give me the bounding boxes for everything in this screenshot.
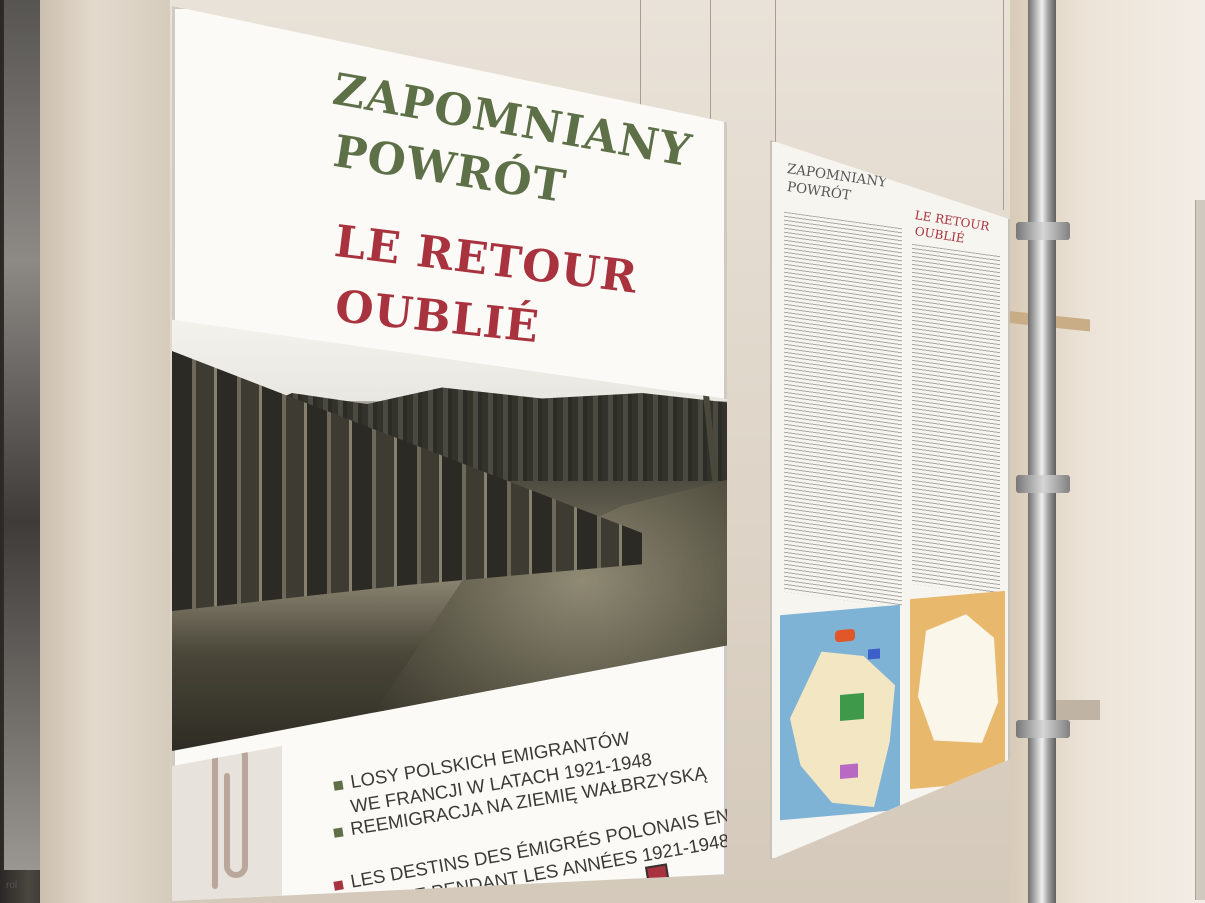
hanging-wire: [775, 0, 776, 145]
map-poland: [910, 590, 1005, 790]
pole-clamp: [1016, 475, 1070, 493]
hanging-wire: [710, 0, 711, 120]
map-france: [780, 604, 900, 821]
paperclip-icon: [212, 746, 248, 889]
bullet-square-red: [333, 879, 344, 891]
left-caption: rol: [6, 880, 18, 891]
region-green: [840, 692, 864, 721]
text-column-fr: [912, 243, 1000, 597]
region-orange: [835, 628, 855, 643]
paperclip-panel: [172, 746, 282, 901]
shelf-bracket: [1050, 700, 1100, 720]
pole-clamp: [1016, 222, 1070, 240]
pole-clamp: [1016, 720, 1070, 738]
region-purple: [840, 763, 858, 779]
poland-land: [918, 611, 998, 748]
text-poster: ZAPOMNIANY POWRÓT LE RETOUR OUBLIÉ: [770, 140, 1010, 860]
scaffold-pole: [1028, 0, 1056, 903]
bullet-square-green: [333, 780, 344, 791]
hanging-wire: [640, 0, 641, 130]
main-poster: ZAPOMNIANY POWRÓT LE RETOUR OUBLIÉ LOSY …: [172, 6, 727, 901]
bullet-square-green: [333, 827, 344, 838]
hanging-wire: [1003, 0, 1004, 210]
poster-lower-section: LOSY POLSKICH EMIGRANTÓW WE FRANCJI W LA…: [172, 706, 727, 901]
train-photo: [172, 319, 727, 751]
text-column-pl: [784, 211, 902, 609]
right-edge-frame: [1195, 200, 1205, 900]
france-land: [790, 645, 895, 814]
bw-photo-strip: [4, 0, 40, 870]
region-blue: [868, 648, 880, 660]
beige-panel: [40, 0, 175, 903]
